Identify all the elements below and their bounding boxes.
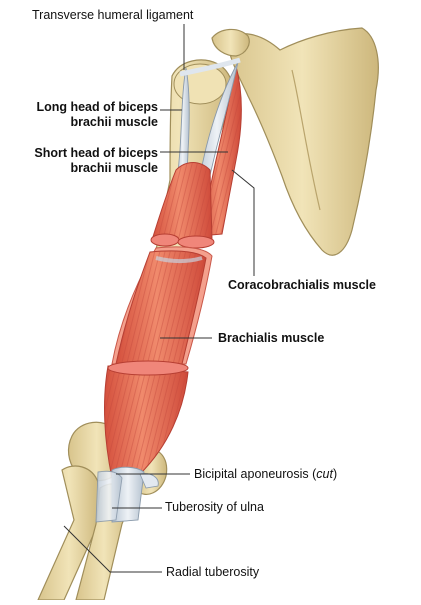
- brachialis-muscle: [111, 246, 213, 365]
- label-radial-tuberosity: Radial tuberosity: [166, 565, 260, 579]
- biceps-lower-belly: [104, 360, 189, 479]
- label-long-head-biceps: Long head of biceps brachii muscle: [36, 100, 158, 129]
- label-brachialis: Brachialis muscle: [218, 331, 325, 345]
- label-transverse-humeral-ligament: Transverse humeral ligament: [32, 8, 194, 22]
- leader-lines: [63, 24, 255, 573]
- label-bicipital-aponeurosis: Bicipital aponeurosis (cut): [194, 467, 338, 481]
- label-tuberosity-of-ulna: Tuberosity of ulna: [165, 500, 264, 514]
- scapula-bone: [211, 27, 379, 256]
- label-short-head-biceps: Short head of biceps brachii muscle: [34, 146, 158, 175]
- label-coracobrachialis: Coracobrachialis muscle: [228, 278, 376, 292]
- biceps-upper-bellies: [150, 162, 215, 249]
